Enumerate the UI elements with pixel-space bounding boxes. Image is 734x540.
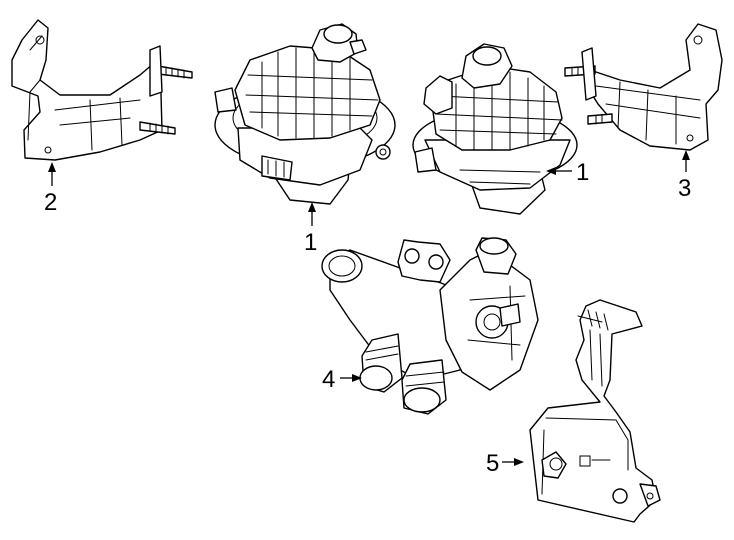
callout-1-left: 1	[304, 229, 317, 256]
bracket-part-3	[564, 23, 723, 151]
bracket-part-2	[11, 19, 193, 161]
bracket-part-5	[529, 299, 661, 523]
leader-5	[502, 458, 524, 466]
callout-2: 2	[44, 189, 57, 216]
callout-1-right: 1	[576, 159, 589, 186]
callout-5: 5	[486, 450, 499, 477]
callout-4: 4	[322, 366, 335, 393]
thermostat-housing-part-4	[321, 237, 539, 415]
callout-3: 3	[678, 175, 691, 202]
leader-4	[340, 374, 362, 382]
water-pump-part-1-left	[214, 23, 396, 205]
leader-2	[48, 162, 56, 186]
water-pump-part-1-right	[412, 43, 578, 215]
leader-3	[682, 150, 690, 172]
leader-1b	[546, 167, 572, 175]
leader-1a	[308, 202, 316, 226]
